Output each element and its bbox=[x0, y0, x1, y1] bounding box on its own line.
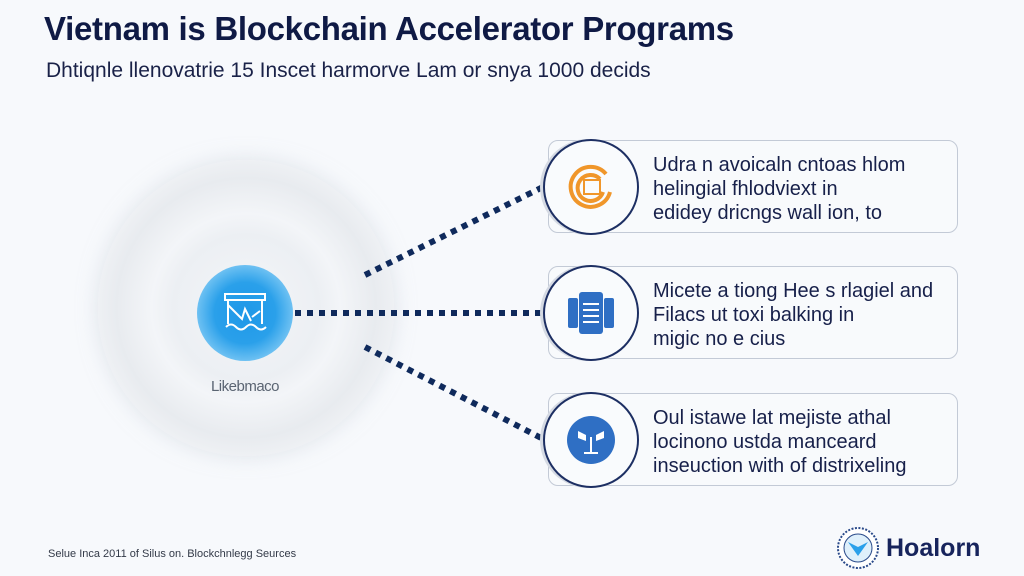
orange-swirl-icon bbox=[568, 164, 612, 209]
card-2: Micete a tiong Hee s rlagiel and Filacs … bbox=[543, 265, 958, 361]
connector-top bbox=[363, 183, 547, 278]
card-2-icon-ring bbox=[543, 265, 639, 361]
source-note: Selue Inca 2011 of Silus on. Blockchnleg… bbox=[48, 548, 297, 560]
card-1-line-3: edidey dricngs wall ion, to bbox=[653, 202, 883, 224]
card-2-line-1: Micete a tiong Hee s rlagiel and bbox=[653, 280, 934, 302]
card-3-line-2: locinono ustda manceard bbox=[653, 431, 877, 453]
network-node-icon bbox=[567, 416, 615, 464]
card-3-line-1: Oul istawe lat mejiste athal bbox=[653, 407, 891, 429]
card-1-icon-ring bbox=[543, 139, 639, 235]
page-subtitle: Dhtiqnle llenovatrie 15 Inscet harmorve … bbox=[46, 59, 651, 82]
brand-name: Hoalorn bbox=[886, 533, 981, 562]
blockchain-box-icon bbox=[224, 293, 267, 331]
card-1: Udra n avoicaln cntoas hlom helingial fh… bbox=[543, 139, 958, 235]
card-1-line-1: Udra n avoicaln cntoas hlom bbox=[653, 154, 906, 176]
seal-logo-icon bbox=[837, 527, 879, 569]
card-3: Oul istawe lat mejiste athal locinono us… bbox=[543, 392, 958, 488]
card-2-line-3: migic no e cius bbox=[653, 328, 786, 350]
card-3-icon-ring bbox=[543, 392, 639, 488]
page-title: Vietnam is Blockchain Accelerator Progra… bbox=[44, 10, 734, 47]
server-stack-icon bbox=[568, 292, 614, 334]
brand: Hoalorn bbox=[836, 526, 980, 570]
connector-bottom bbox=[363, 344, 547, 443]
hub-label: Likebmaco bbox=[210, 378, 280, 395]
card-3-line-3: inseuction with of distrixeling bbox=[653, 455, 907, 477]
card-1-line-2: helingial fhlodviext in bbox=[653, 178, 838, 200]
hub-circle bbox=[197, 265, 293, 361]
card-2-line-2: Filacs ut toxi balking in bbox=[653, 304, 855, 326]
